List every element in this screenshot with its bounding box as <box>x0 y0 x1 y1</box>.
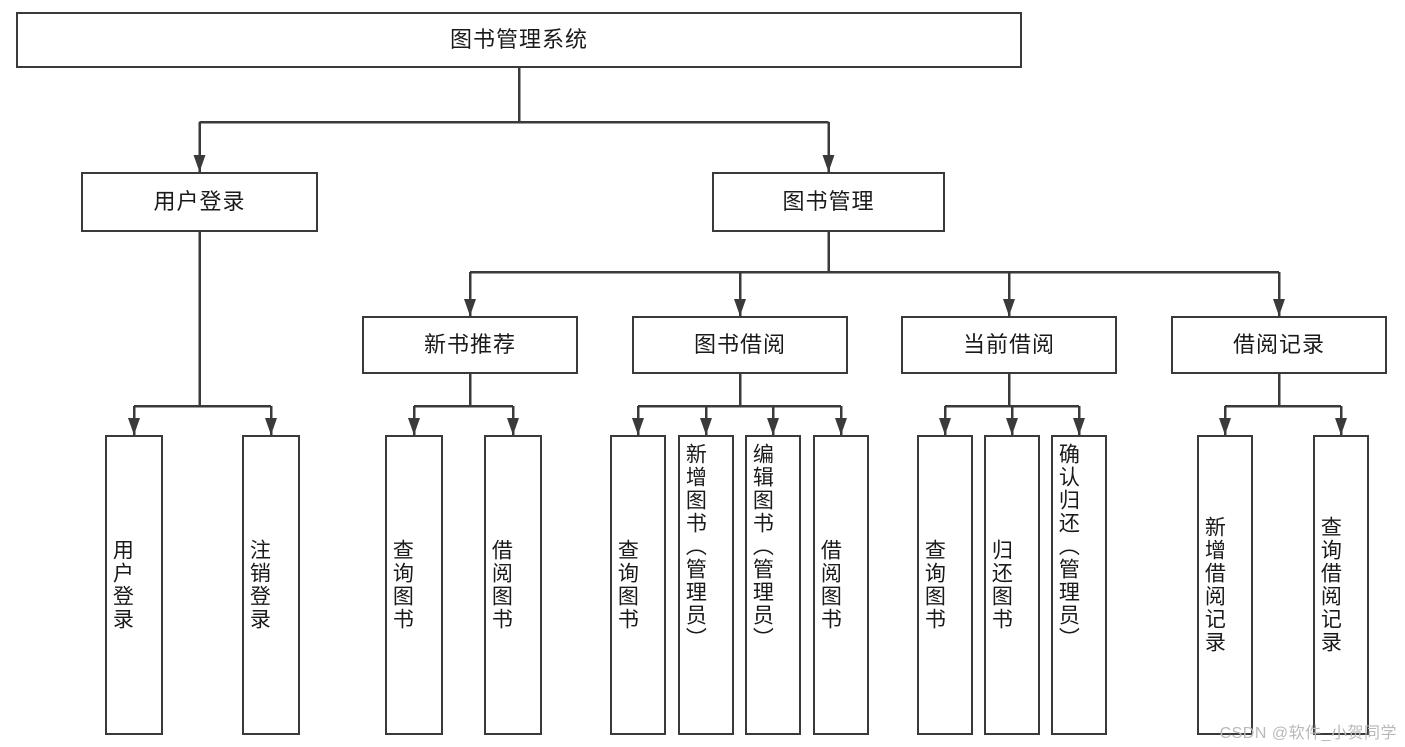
node-label: 新书推荐 <box>423 331 516 357</box>
node-leaf-return-book: 归还图书 <box>984 435 1040 735</box>
node-current-borrow: 当前借阅 <box>901 316 1117 374</box>
arrowhead-icon <box>632 418 644 435</box>
node-label: 用户登录 <box>153 188 246 214</box>
node-label: 图书管理 <box>782 188 875 214</box>
node-user-login: 用户登录 <box>81 172 318 232</box>
node-leaf-borrow-book-1: 借阅图书 <box>484 435 542 735</box>
node-label: 查询图书 <box>615 539 639 631</box>
arrowhead-icon <box>1335 418 1347 435</box>
node-label: 编辑图书（管理员） <box>750 443 774 650</box>
node-leaf-logout: 注销登录 <box>242 435 300 735</box>
arrowhead-icon <box>767 418 779 435</box>
arrowhead-icon <box>734 299 746 316</box>
node-label: 查询图书 <box>390 539 414 631</box>
arrowhead-icon <box>507 418 519 435</box>
arrowhead-icon <box>822 155 835 172</box>
node-label: 新增借阅记录 <box>1202 516 1226 654</box>
node-label: 图书管理系统 <box>449 26 588 52</box>
node-new-book-rec: 新书推荐 <box>362 316 578 374</box>
node-label: 借阅图书 <box>818 539 842 631</box>
node-book-borrow: 图书借阅 <box>632 316 848 374</box>
node-leaf-query-book-2: 查询图书 <box>610 435 666 735</box>
node-leaf-borrow-book-2: 借阅图书 <box>813 435 869 735</box>
arrowhead-icon <box>464 299 476 316</box>
node-leaf-confirm-return: 确认归还（管理员） <box>1051 435 1107 735</box>
node-label: 查询图书 <box>922 539 946 631</box>
node-leaf-user-login: 用户登录 <box>105 435 163 735</box>
node-label: 确认归还（管理员） <box>1056 443 1080 650</box>
node-label: 查询借阅记录 <box>1318 516 1342 654</box>
node-leaf-edit-book: 编辑图书（管理员） <box>745 435 801 735</box>
node-leaf-query-record: 查询借阅记录 <box>1313 435 1369 735</box>
node-label: 借阅记录 <box>1232 331 1325 357</box>
arrowhead-icon <box>939 418 951 435</box>
node-label: 用户登录 <box>110 539 134 631</box>
node-leaf-query-book-1: 查询图书 <box>385 435 443 735</box>
arrowhead-icon <box>128 418 140 435</box>
arrowhead-icon <box>193 155 206 172</box>
node-label: 当前借阅 <box>962 331 1055 357</box>
arrowhead-icon <box>835 418 847 435</box>
node-book-manage: 图书管理 <box>712 172 945 232</box>
arrowhead-icon <box>1003 299 1015 316</box>
node-label: 归还图书 <box>989 539 1013 631</box>
arrowhead-icon <box>700 418 712 435</box>
arrowhead-icon <box>408 418 420 435</box>
watermark-text: CSDN @软件_小贺同学 <box>1219 725 1397 742</box>
node-label: 借阅图书 <box>489 539 513 631</box>
node-borrow-record: 借阅记录 <box>1171 316 1387 374</box>
arrowhead-icon <box>1073 418 1085 435</box>
node-label: 注销登录 <box>247 539 271 631</box>
node-leaf-add-record: 新增借阅记录 <box>1197 435 1253 735</box>
arrowhead-icon <box>1273 299 1285 316</box>
node-leaf-query-book-3: 查询图书 <box>917 435 973 735</box>
node-root: 图书管理系统 <box>16 12 1022 68</box>
arrowhead-icon <box>1006 418 1018 435</box>
arrowhead-icon <box>1219 418 1231 435</box>
node-label: 新增图书（管理员） <box>683 443 707 650</box>
arrowhead-icon <box>265 418 277 435</box>
node-label: 图书借阅 <box>693 331 786 357</box>
node-leaf-add-book: 新增图书（管理员） <box>678 435 734 735</box>
